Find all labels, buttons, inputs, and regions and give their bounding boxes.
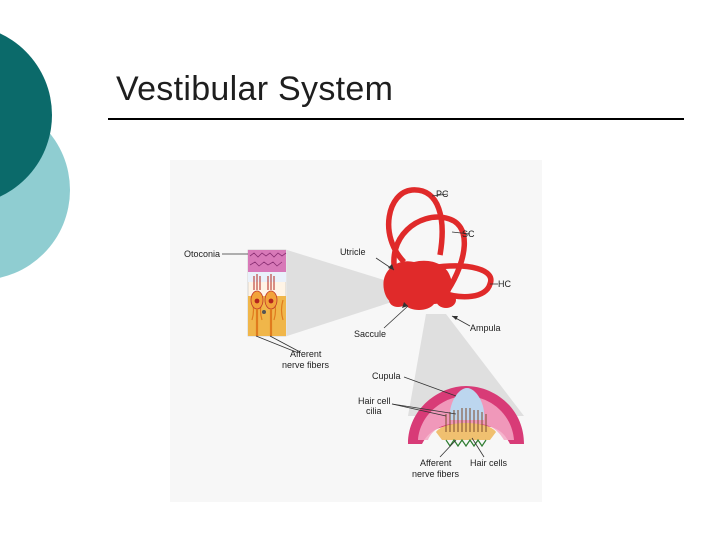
macula-nerve-fibers bbox=[255, 309, 273, 336]
label-afferent-2-line2: nerve fibers bbox=[412, 469, 460, 479]
label-afferent-1-line2: nerve fibers bbox=[282, 360, 330, 370]
arrowhead-saccule bbox=[402, 302, 408, 308]
support-cells bbox=[251, 299, 284, 321]
label-hair-cells: Hair cells bbox=[470, 458, 508, 468]
arrowheads bbox=[388, 264, 458, 320]
saccule-bulge bbox=[389, 293, 407, 307]
slide-title: Vestibular System bbox=[116, 70, 394, 108]
label-hc: HC bbox=[498, 279, 511, 289]
ampulla-nerve-fibers bbox=[445, 438, 487, 448]
label-utricle: Utricle bbox=[340, 247, 366, 257]
figure-background bbox=[170, 160, 542, 502]
theme-circle-dark bbox=[0, 33, 52, 197]
ampulla-bulge bbox=[436, 292, 456, 308]
title-divider bbox=[108, 118, 684, 120]
label-hair-cell-cilia-line2: cilia bbox=[366, 406, 382, 416]
leader-hair-cells bbox=[471, 437, 485, 458]
leader-afferent-2 bbox=[439, 439, 457, 458]
macula-cilia bbox=[253, 274, 275, 290]
arrowhead-utricle bbox=[388, 264, 394, 270]
posterior-canal bbox=[386, 187, 445, 264]
label-sc: SC bbox=[462, 229, 475, 239]
arrowhead-ampula bbox=[452, 316, 458, 320]
label-pc: PC bbox=[436, 189, 449, 199]
leader-afferent-1a bbox=[255, 335, 297, 353]
cell-dot bbox=[262, 310, 266, 314]
leader-cilia-a bbox=[391, 403, 447, 417]
label-afferent-2: Afferent bbox=[420, 458, 452, 468]
leader-cupula bbox=[403, 376, 457, 397]
label-hair-cell-cilia: Hair cell bbox=[358, 396, 391, 406]
projection-wedge-macula bbox=[287, 250, 398, 336]
otoconia-crystals bbox=[249, 252, 287, 267]
ampulla-inset bbox=[408, 386, 524, 448]
leader-afferent-1b bbox=[269, 335, 301, 353]
otoconia-layer bbox=[248, 250, 286, 272]
label-cupula: Cupula bbox=[372, 371, 401, 381]
leader-pc bbox=[431, 193, 449, 197]
leader-cilia-b bbox=[391, 403, 457, 415]
label-ampula: Ampula bbox=[470, 323, 501, 333]
projection-wedge-ampulla bbox=[408, 314, 524, 416]
hair-cell-nucleus bbox=[268, 298, 274, 304]
gel-layer bbox=[248, 272, 286, 282]
superior-canal bbox=[391, 214, 468, 292]
label-otoconia: Otoconia bbox=[184, 249, 220, 259]
macula-inset bbox=[247, 249, 287, 337]
leader-sc bbox=[451, 231, 471, 235]
theme-decoration bbox=[0, 33, 70, 278]
label-saccule: Saccule bbox=[354, 329, 386, 339]
hair-cell-nucleus bbox=[254, 298, 260, 304]
ampulla-cilia bbox=[445, 408, 487, 432]
label-afferent-1: Afferent bbox=[290, 349, 322, 359]
leader-saccule bbox=[383, 305, 409, 329]
